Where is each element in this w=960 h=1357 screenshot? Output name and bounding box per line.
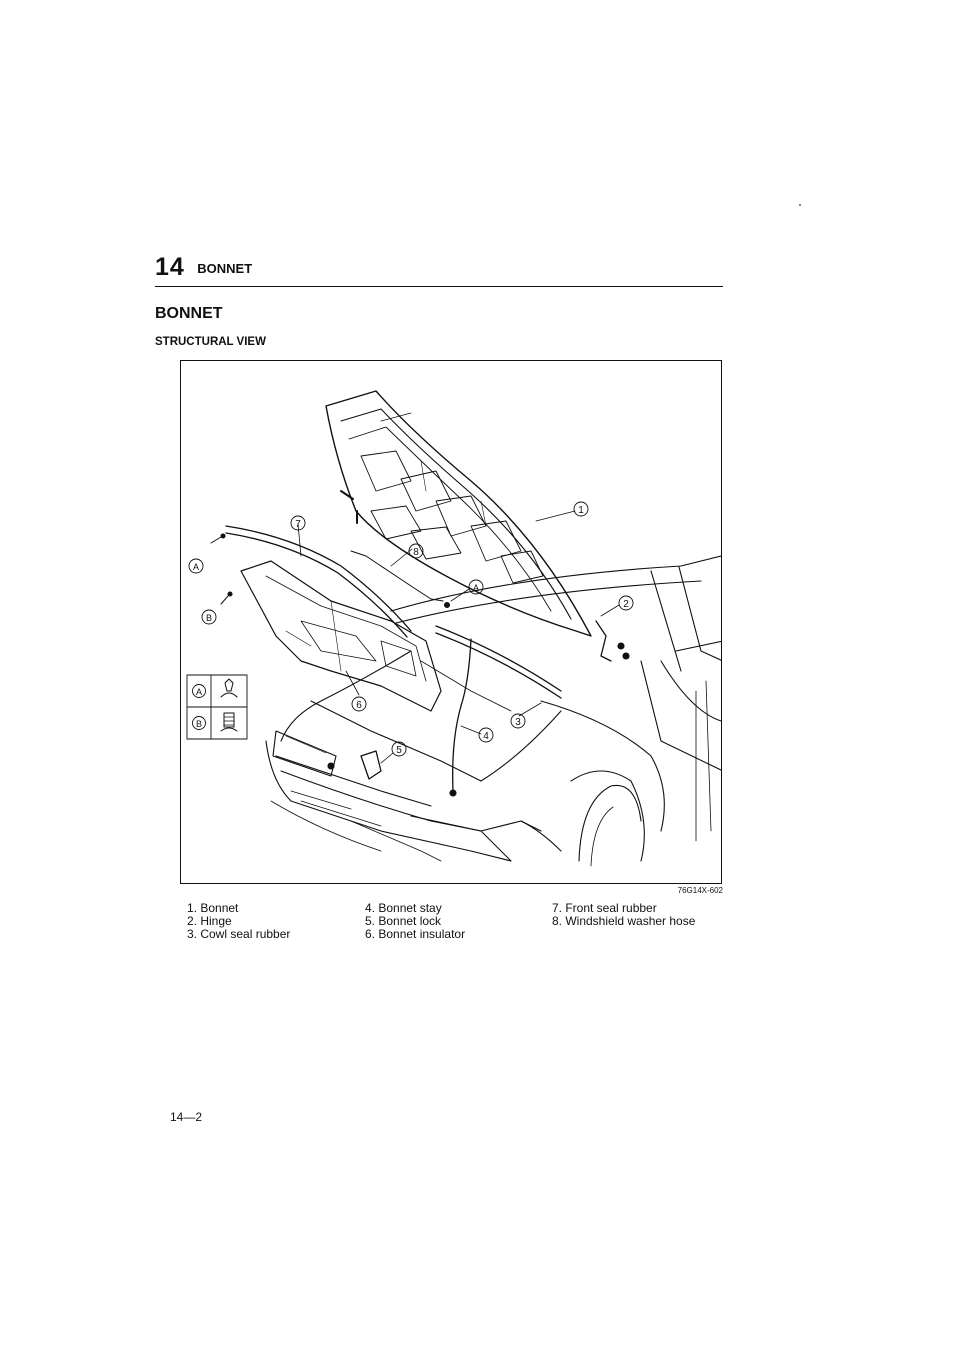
clip-b-icon [220,712,238,732]
scan-speck [799,204,801,206]
cowl-seal-rubber-illustration [435,625,562,699]
legend-item: 2. Hinge [187,914,232,928]
front-seal-rubber-illustration [225,525,412,638]
fastener-a-label: A [193,562,199,572]
table-a-label: A [196,687,202,697]
callout-8-label: 8 [413,547,419,558]
table-a-bubble [192,684,206,698]
callout-8 [408,543,424,559]
legend-item: 5. Bonnet lock [365,914,442,928]
bonnet-stay-illustration [452,638,472,792]
legend-item: 4. Bonnet stay [365,901,442,915]
legend-item: 3. Cowl seal rubber [187,927,291,941]
legend-item: 7. Front seal rubber [552,901,657,915]
legend-column-3: 7. Front seal rubber 8. Windshield washe… [552,902,695,928]
callout-5 [391,741,407,757]
fastener-a-bubble [188,558,204,574]
fastener-b-bubble [201,609,217,625]
table-b-label: B [196,719,202,729]
callout-1-label: 1 [578,505,584,516]
section-subtitle: STRUCTURAL VIEW [155,336,266,348]
callout-5-label: 5 [396,745,402,756]
callout-4 [478,727,494,743]
chapter-title: BONNET [197,261,253,276]
callout-3-label: 3 [515,717,521,728]
fastener-table: A B [186,674,248,740]
bolts-illustration [340,490,358,524]
legend-column-2: 4. Bonnet stay 5. Bonnet lock 6. Bonnet … [365,902,465,941]
callout-7 [290,515,306,531]
fastener-b-label: B [206,613,212,623]
callout-4-label: 4 [483,731,489,742]
chapter-header: 14 BONNET [155,253,252,282]
fastener-clips [210,533,451,609]
legend-item: 8. Windshield washer hose [552,914,696,928]
callout-2 [618,595,634,611]
callout-1 [573,501,589,517]
structural-view-figure: 1 2 3 4 5 6 7 8 A B A A B [180,360,722,884]
callout-7-label: 7 [295,519,301,530]
clip-a-icon [220,678,238,698]
legend-item: 1. Bonnet [187,901,239,915]
fastener-a-bubble-2 [468,579,484,595]
callout-6 [351,696,367,712]
figure-code: 76G14X-602 [677,886,723,895]
header-rule [155,286,723,287]
callout-2-label: 2 [623,599,629,610]
callout-3 [510,713,526,729]
table-b-bubble [192,716,206,730]
page-number: 14—2 [170,1110,203,1124]
hinge-illustration [595,620,630,662]
callout-6-label: 6 [356,700,362,711]
chapter-number: 14 [155,253,185,281]
car-body-illustration [265,555,721,867]
section-title: BONNET [155,305,223,322]
bonnet-illustration [325,390,592,637]
bonnet-insulator-illustration [240,560,442,712]
bonnet-lock-illustration [327,750,382,780]
fastener-a-label-2: A [473,583,479,593]
legend-item: 6. Bonnet insulator [365,927,466,941]
washer-hose-illustration [350,550,444,602]
legend-column-1: 1. Bonnet 2. Hinge 3. Cowl seal rubber [187,902,290,941]
